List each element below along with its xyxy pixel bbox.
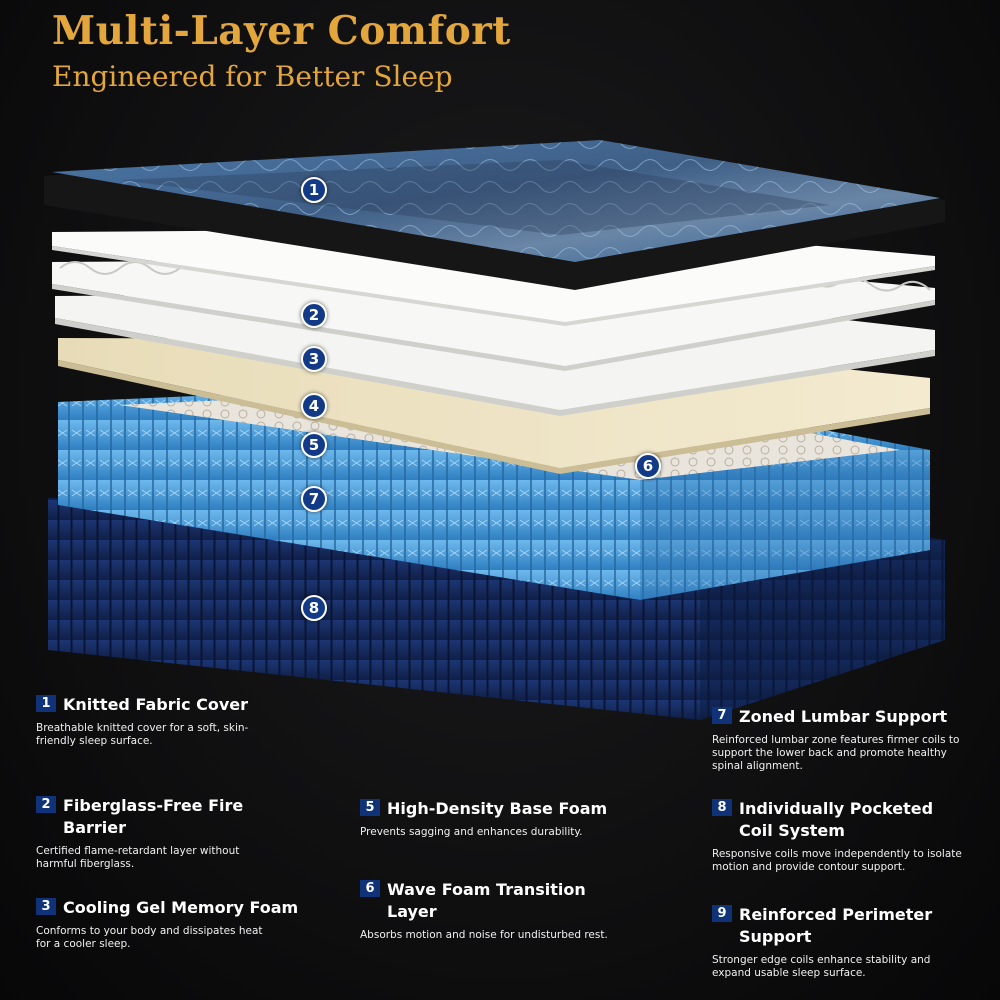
feature-reinforced-perimeter-support: 9 Reinforced Perimeter Support Stronger …: [712, 904, 982, 980]
layer-marker-8: 8: [301, 595, 327, 621]
layer-marker-2: 2: [301, 302, 327, 328]
layer-marker-5: 5: [301, 432, 327, 458]
feature-number-badge: 1: [36, 695, 56, 712]
feature-cooling-gel-memory-foam: 3 Cooling Gel Memory Foam Conforms to yo…: [36, 897, 306, 951]
feature-title: Cooling Gel Memory Foam: [63, 898, 299, 917]
feature-description: Reinforced lumbar zone features firmer c…: [712, 734, 960, 772]
feature-title: Individually Pocketed Coil System: [739, 799, 934, 840]
feature-description: Conforms to your body and dissipates hea…: [36, 925, 263, 950]
feature-title: Fiberglass-Free Fire Barrier: [63, 796, 244, 837]
feature-title: Zoned Lumbar Support: [739, 707, 948, 726]
page-title: Multi-Layer Comfort: [52, 8, 511, 54]
feature-description: Breathable knitted cover for a soft, ski…: [36, 722, 249, 747]
feature-description: Prevents sagging and enhances durability…: [360, 826, 583, 838]
layer-marker-1: 1: [301, 177, 327, 203]
feature-number-badge: 2: [36, 796, 56, 813]
feature-zoned-lumbar-support: 7 Zoned Lumbar Support Reinforced lumbar…: [712, 706, 982, 773]
feature-pocketed-coil-system: 8 Individually Pocketed Coil System Resp…: [712, 798, 982, 874]
layer-marker-7: 7: [301, 486, 327, 512]
feature-description: Certified flame-retardant layer without …: [36, 845, 240, 870]
feature-title: High-Density Base Foam: [387, 799, 608, 818]
feature-high-density-base-foam: 5 High-Density Base Foam Prevents saggin…: [360, 798, 630, 839]
feature-description: Stronger edge coils enhance stability an…: [712, 954, 931, 979]
page-subtitle: Engineered for Better Sleep: [52, 60, 453, 93]
feature-number-badge: 3: [36, 898, 56, 915]
feature-fire-barrier: 2 Fiberglass-Free Fire Barrier Certified…: [36, 795, 306, 871]
layer-marker-3: 3: [301, 346, 327, 372]
feature-number-badge: 8: [712, 799, 732, 816]
layer-marker-6: 6: [635, 453, 661, 479]
feature-title: Knitted Fabric Cover: [63, 695, 249, 714]
feature-number-badge: 9: [712, 905, 732, 922]
layer-marker-4: 4: [301, 393, 327, 419]
feature-knitted-fabric-cover: 1 Knitted Fabric Cover Breathable knitte…: [36, 694, 306, 748]
feature-number-badge: 7: [712, 707, 732, 724]
feature-wave-foam-transition-layer: 6 Wave Foam Transition Layer Absorbs mot…: [360, 879, 630, 942]
feature-title: Reinforced Perimeter Support: [739, 905, 933, 946]
feature-description: Responsive coils move independently to i…: [712, 848, 962, 873]
feature-number-badge: 5: [360, 799, 380, 816]
feature-description: Absorbs motion and noise for undisturbed…: [360, 929, 608, 941]
feature-title: Wave Foam Transition Layer: [387, 880, 586, 921]
feature-number-badge: 6: [360, 880, 380, 897]
